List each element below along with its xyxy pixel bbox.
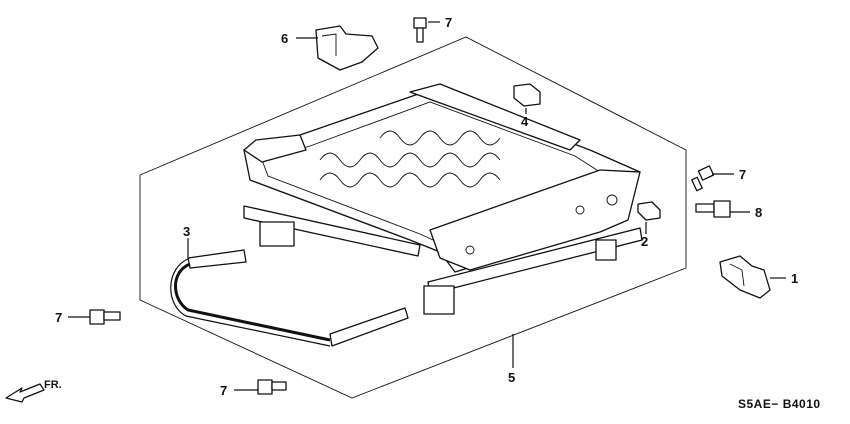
direction-label: FR. — [44, 379, 62, 391]
bolt-8 — [695, 200, 731, 218]
drawing-code: S5AE− B4010 — [738, 397, 821, 411]
callout-7-top: 7 — [445, 15, 452, 30]
callout-3: 3 — [183, 224, 190, 239]
release-bar — [170, 249, 409, 347]
callout-7-right: 7 — [739, 167, 746, 182]
front-cover — [315, 25, 379, 71]
bolt-7-bottom — [257, 379, 287, 395]
clip-4 — [513, 83, 541, 107]
seat-frame-assembly — [243, 83, 643, 315]
callout-7-bottom: 7 — [220, 383, 227, 398]
callout-6: 6 — [281, 31, 288, 46]
callout-7-left: 7 — [55, 310, 62, 325]
clip-2 — [637, 201, 661, 221]
callout-8: 8 — [755, 205, 762, 220]
bolt-7-left — [89, 309, 121, 325]
bolt-7-right — [691, 165, 715, 192]
callout-2: 2 — [641, 234, 648, 249]
callout-4: 4 — [521, 114, 529, 129]
bolt-7-top — [413, 17, 427, 43]
rear-cover — [719, 255, 771, 299]
callout-5: 5 — [508, 370, 515, 385]
front-direction-arrow-icon — [5, 383, 45, 403]
assembly-outline — [139, 36, 687, 399]
callout-1: 1 — [791, 271, 798, 286]
